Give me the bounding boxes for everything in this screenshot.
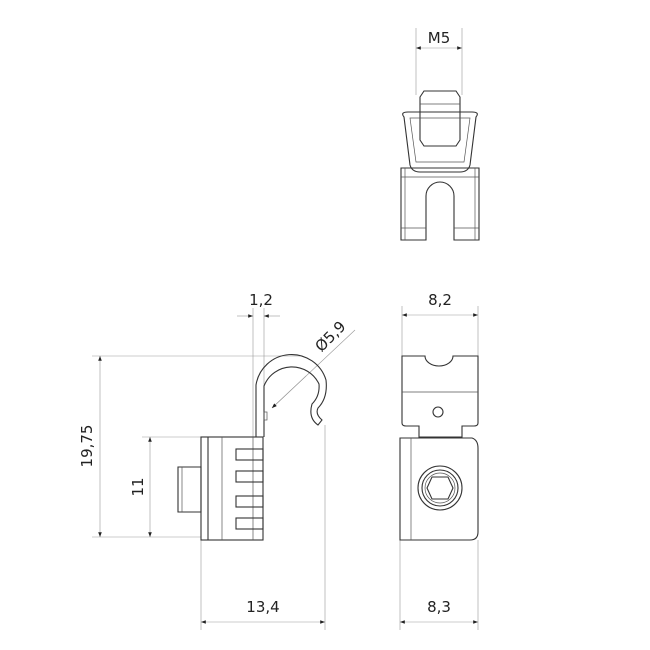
diameter-label: Ø5,9 bbox=[311, 317, 349, 355]
top-view: M5 bbox=[400, 28, 480, 241]
side-view: 19,75 11 13,4 1,2 Ø5,9 bbox=[78, 291, 356, 630]
hex-socket-icon bbox=[426, 476, 454, 500]
height-base-label: 11 bbox=[129, 477, 147, 496]
width-front-top-label: 8,2 bbox=[428, 291, 452, 309]
thickness-label: 1,2 bbox=[249, 291, 273, 309]
height-total-label: 19,75 bbox=[78, 425, 96, 468]
width-front-bottom-label: 8,3 bbox=[427, 598, 451, 616]
front-view: 8,2 8,3 bbox=[399, 291, 479, 630]
width-side-label: 13,4 bbox=[246, 598, 279, 616]
thread-label: M5 bbox=[428, 29, 451, 47]
